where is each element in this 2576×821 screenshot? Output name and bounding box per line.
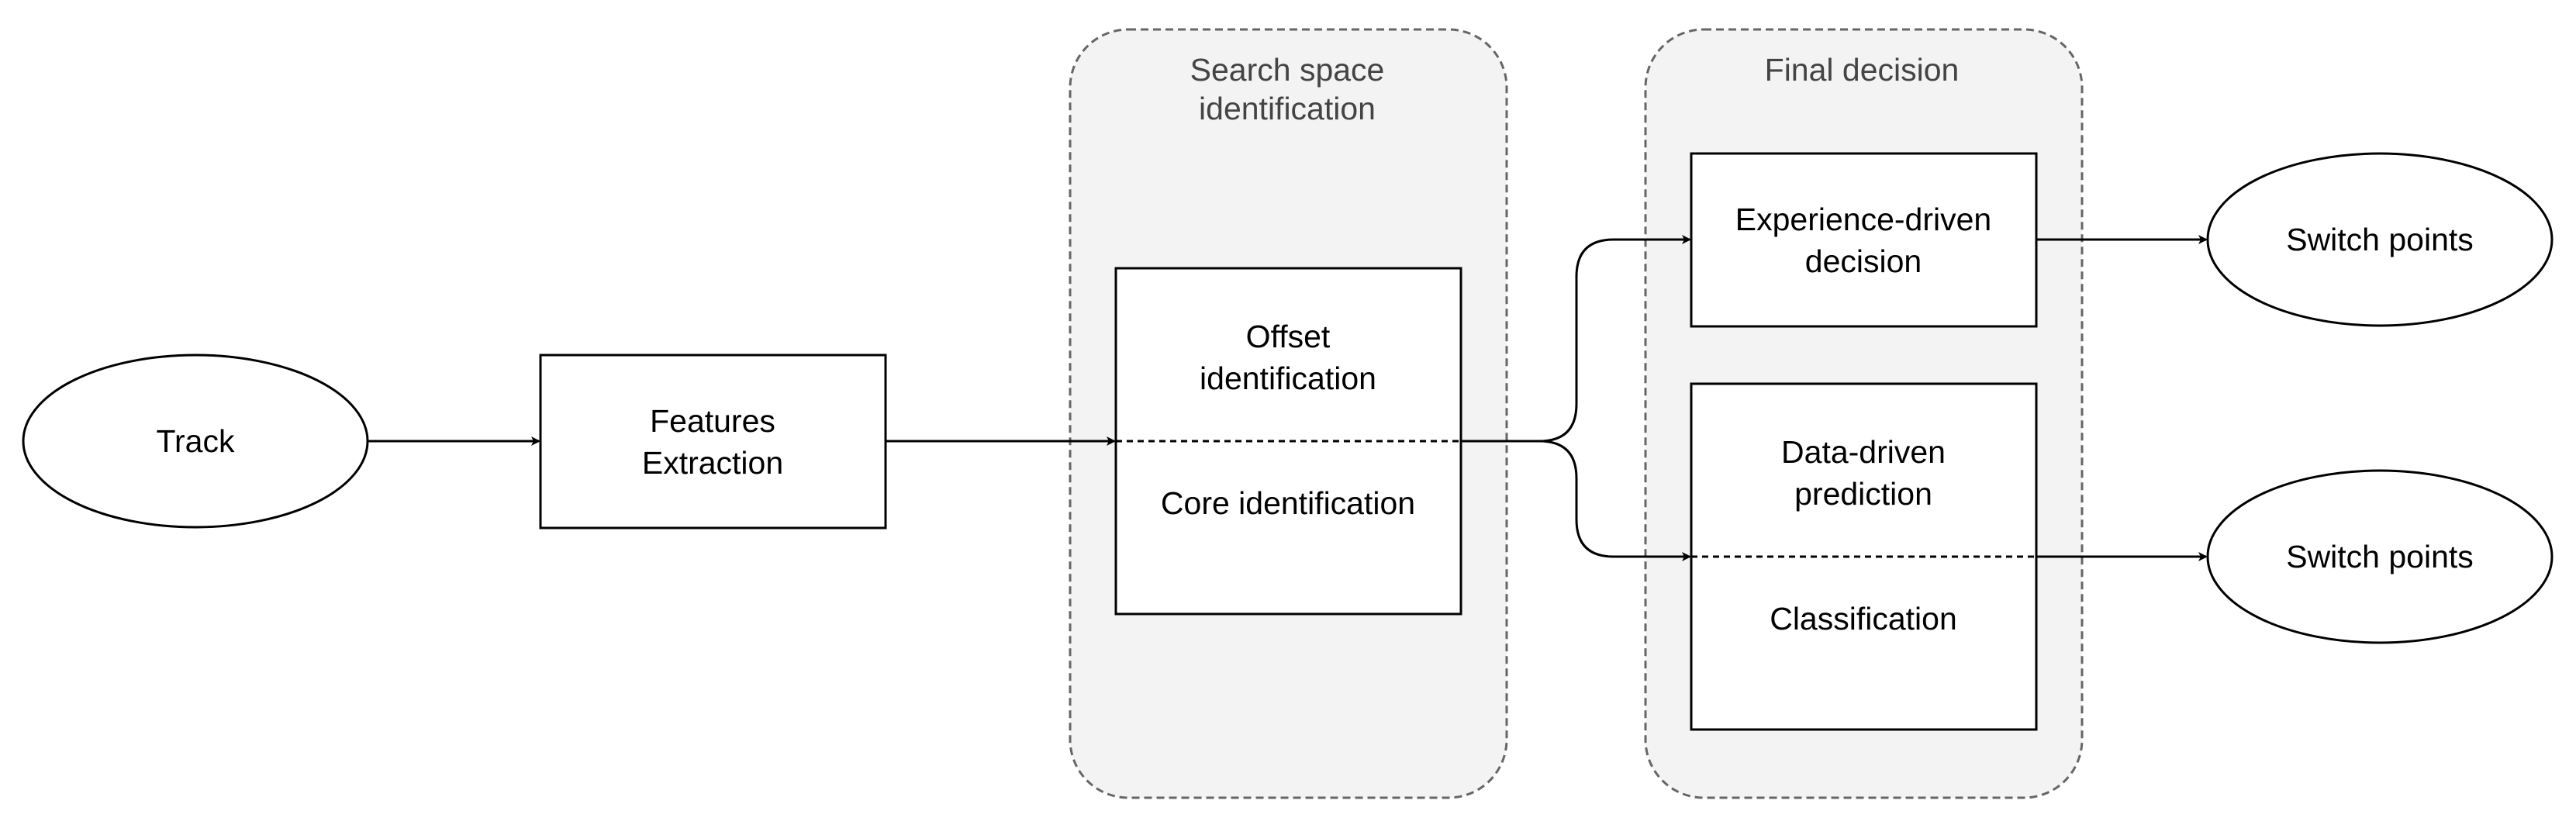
arrow-offset-to-data-driven: [1538, 440, 1691, 561]
switch-points-top-node: Switch points: [2206, 152, 2554, 327]
experience-driven-node: Experience-driven decision: [1690, 152, 2038, 328]
features-extraction-node: Features Extraction: [539, 354, 887, 530]
switch-points-bottom-node: Switch points: [2206, 469, 2554, 644]
offset-label-line2: identification: [1200, 360, 1376, 396]
data-driven-label-line1: Data-driven: [1781, 434, 1946, 470]
search-space-title-line1: Search space: [1190, 52, 1385, 88]
experience-label-line1: Experience-driven: [1735, 202, 1991, 237]
track-node: Track: [22, 354, 369, 529]
offset-core-node: Offset identification Core identificatio…: [1114, 267, 1462, 616]
features-label-line2: Extraction: [642, 445, 783, 481]
switch-points-bottom-label: Switch points: [2286, 539, 2474, 574]
search-space-title-line2: identification: [1199, 91, 1376, 126]
classification-label: Classification: [1770, 601, 1957, 636]
final-decision-title: Final decision: [1765, 52, 1960, 88]
data-driven-node: Data-driven prediction Classification: [1690, 382, 2038, 731]
track-label: Track: [157, 423, 235, 459]
data-driven-label-line2: prediction: [1794, 476, 1932, 512]
switch-points-top-label: Switch points: [2286, 222, 2474, 257]
core-label: Core identification: [1161, 485, 1415, 521]
offset-label-line1: Offset: [1246, 319, 1331, 354]
arrow-offset-to-experience: [1461, 235, 1691, 443]
experience-label-line2: decision: [1805, 243, 1922, 279]
features-label-line1: Features: [650, 403, 775, 439]
